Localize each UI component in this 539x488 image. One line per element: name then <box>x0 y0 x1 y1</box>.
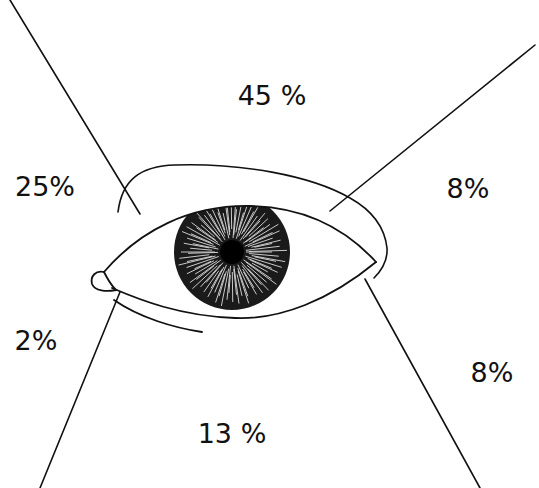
iris-streak <box>190 248 212 250</box>
percentage-label: 8% <box>447 175 490 202</box>
iris-streak <box>231 207 232 229</box>
lower-eyelid <box>112 262 376 318</box>
iris-streak <box>234 266 239 304</box>
iris-streak <box>227 266 231 300</box>
iris-streak <box>254 243 272 247</box>
iris-streak <box>234 269 237 295</box>
lower-lid-crease <box>114 300 202 332</box>
percentage-label: 45 % <box>238 82 307 109</box>
iris-streak <box>219 271 226 296</box>
iris-streak <box>226 198 230 232</box>
iris <box>174 194 290 310</box>
iris-streak <box>244 272 257 295</box>
division-line <box>10 0 140 214</box>
iris-streak <box>195 261 217 274</box>
division-line <box>330 45 535 211</box>
iris-streak <box>211 206 225 237</box>
pupil <box>220 240 244 264</box>
iris-streak <box>179 255 209 259</box>
iris-streak <box>243 228 264 244</box>
iris-streak <box>249 250 287 251</box>
iris-streak <box>254 257 276 262</box>
iris-streak <box>252 256 285 262</box>
iris-streak <box>238 268 248 296</box>
iris-streak <box>190 260 221 282</box>
division-line <box>40 292 120 488</box>
iris-streak <box>251 240 280 247</box>
percentage-label: 2% <box>15 327 58 354</box>
iris-streak <box>245 221 260 237</box>
iris-streak <box>240 216 257 241</box>
division-line <box>365 279 480 488</box>
iris-streak <box>250 260 277 272</box>
upper-eyelid <box>104 206 376 272</box>
percentage-label: 13 % <box>198 420 267 447</box>
iris-streak <box>181 252 215 253</box>
iris-streak <box>248 258 272 268</box>
percentage-label: 8% <box>471 359 514 386</box>
iris-streak <box>217 205 225 230</box>
iris-streak <box>182 232 213 245</box>
iris-streak <box>253 232 273 242</box>
iris-streak <box>245 231 280 246</box>
iris-streak <box>244 206 259 232</box>
inner-corner <box>104 272 116 290</box>
caruncle <box>92 272 116 291</box>
iris-streak <box>246 246 280 250</box>
iris-streak <box>232 272 233 302</box>
percentage-label: 25% <box>15 173 75 200</box>
